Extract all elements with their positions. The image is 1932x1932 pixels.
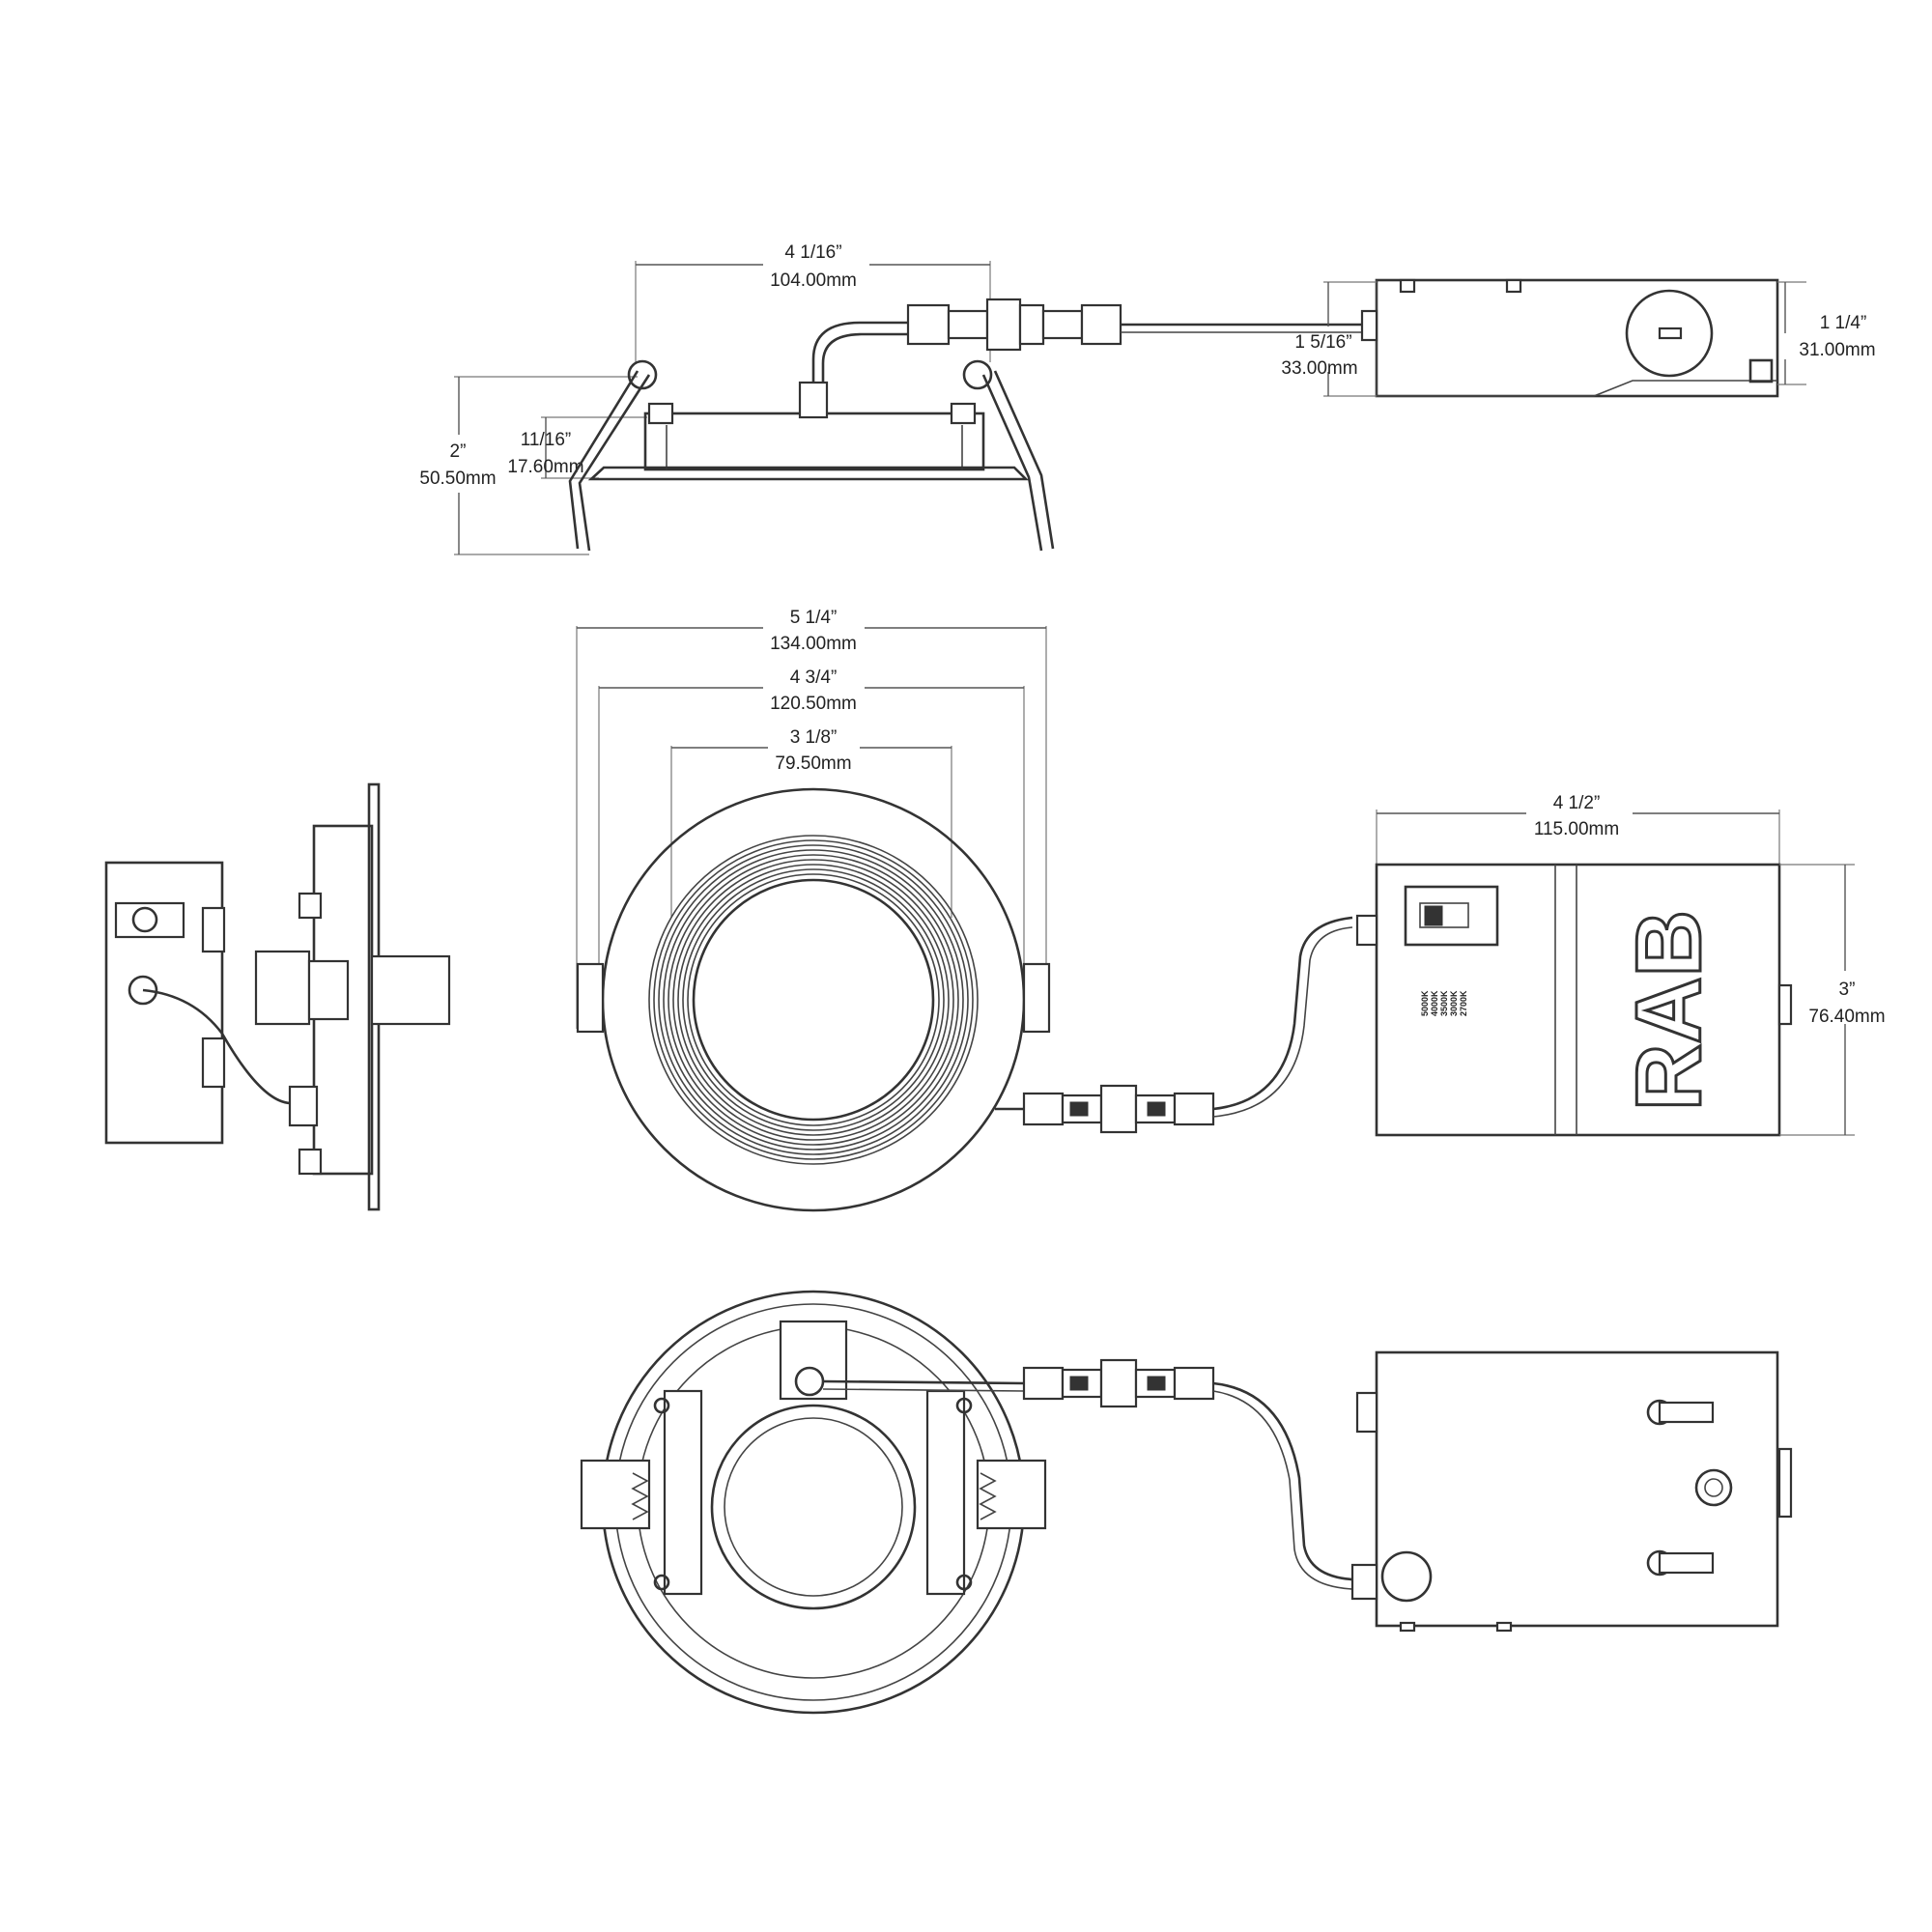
dim-overall-height-metric: 50.50mm — [419, 469, 496, 489]
side-view-driver: 1 5/16” 33.00mm 1 1/4” 31.00mm — [1281, 278, 1876, 398]
dim-cutout-diameter-imperial: 4 3/4” — [790, 668, 838, 688]
dim-trim-diameter-metric: 134.00mm — [770, 634, 857, 654]
rear-view-fixture — [580, 1290, 1353, 1715]
dim-aperture-diameter-imperial: 3 1/8” — [790, 727, 838, 748]
dim-driver-width-metric: 76.40mm — [1808, 1007, 1885, 1027]
dim-overall-height-imperial: 2” — [450, 441, 467, 462]
top-view-driver: 4 1/2” 115.00mm 5000K 4000K 3500K 3000K … — [1355, 793, 1886, 1137]
dim-driver-height-side-imperial: 1 5/16” — [1294, 332, 1351, 353]
dim-driver-depth-side-metric: 31.00mm — [1799, 340, 1875, 360]
dim-cutout-diameter-metric: 120.50mm — [770, 694, 857, 714]
side-view-fixture: 4 1/16” 104.00mm 2” 50.50mm 11/16” 17.60… — [419, 242, 1364, 555]
dim-driver-width-imperial: 3” — [1839, 980, 1856, 1000]
front-view-fixture: 5 1/4” 134.00mm 4 3/4” 120.50mm 3 1/8” 7… — [576, 608, 1353, 1212]
dim-aperture-diameter-metric: 79.50mm — [775, 753, 851, 774]
rear-view-driver — [1350, 1350, 1793, 1633]
dim-trim-diameter-imperial: 5 1/4” — [790, 608, 838, 628]
dim-driver-height-side-metric: 33.00mm — [1281, 358, 1357, 379]
dim-driver-length-imperial: 4 1/2” — [1553, 793, 1601, 813]
dim-flange-height-metric: 17.60mm — [507, 457, 583, 477]
cct-label-3000k: 3000K — [1449, 990, 1459, 1016]
dim-driver-length-metric: 115.00mm — [1534, 819, 1619, 839]
dim-driver-depth-side-imperial: 1 1/4” — [1820, 313, 1867, 333]
dim-trim-depth-imperial: 4 1/16” — [784, 242, 841, 263]
brand-logo: RAB — [1617, 910, 1720, 1111]
dim-trim-depth-metric: 104.00mm — [770, 270, 857, 291]
left-view-fixture — [104, 782, 451, 1211]
cct-label-3500k: 3500K — [1439, 990, 1449, 1016]
cct-label-4000k: 4000K — [1430, 990, 1439, 1016]
cct-label-5000k: 5000K — [1420, 990, 1430, 1016]
cct-label-2700k: 2700K — [1459, 990, 1468, 1016]
dim-flange-height-imperial: 11/16” — [521, 430, 571, 450]
